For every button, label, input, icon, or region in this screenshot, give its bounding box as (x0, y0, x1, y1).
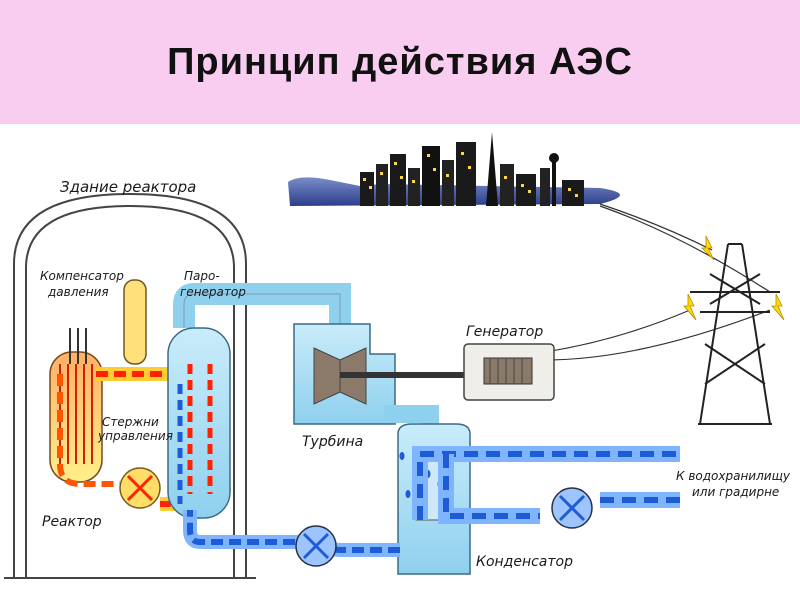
power-lines (544, 203, 771, 361)
cooling-pump-icon (551, 487, 593, 529)
label-to-reservoir-2: или градирне (692, 485, 779, 499)
title-banner: Принцип действия АЭС (0, 0, 800, 124)
label-generator: Генератор (466, 324, 543, 340)
cooling-water-loop (412, 446, 680, 524)
label-pressurizer-1: Компенсатор (40, 269, 124, 283)
label-control-rods-2: управления (97, 429, 173, 443)
label-pressurizer-2: давления (47, 285, 109, 299)
label-to-reservoir-1: К водохранилищу (676, 469, 791, 483)
city-skyline (288, 132, 620, 206)
label-turbine: Турбина (302, 434, 363, 450)
steam-generator (167, 327, 231, 519)
primary-pump-icon (119, 467, 161, 509)
pressurizer (123, 279, 147, 365)
lightning-icon (683, 235, 785, 321)
steam-pipe (173, 283, 351, 328)
npp-diagram: Здание реактора Компенсатор давления Пар… (4, 132, 791, 579)
label-condenser: Конденсатор (476, 554, 573, 570)
label-reactor-building: Здание реактора (60, 178, 196, 196)
label-steam-gen-1: Паро- (184, 269, 220, 283)
label-control-rods-1: Стержни (102, 415, 159, 429)
label-reactor: Реактор (42, 514, 102, 530)
feed-pump-icon (295, 525, 337, 567)
label-steam-gen-2: генератор (180, 285, 246, 299)
turbine (293, 323, 548, 425)
transmission-tower (690, 243, 780, 425)
page-title: Принцип действия АЭС (167, 40, 633, 83)
generator (463, 343, 555, 401)
